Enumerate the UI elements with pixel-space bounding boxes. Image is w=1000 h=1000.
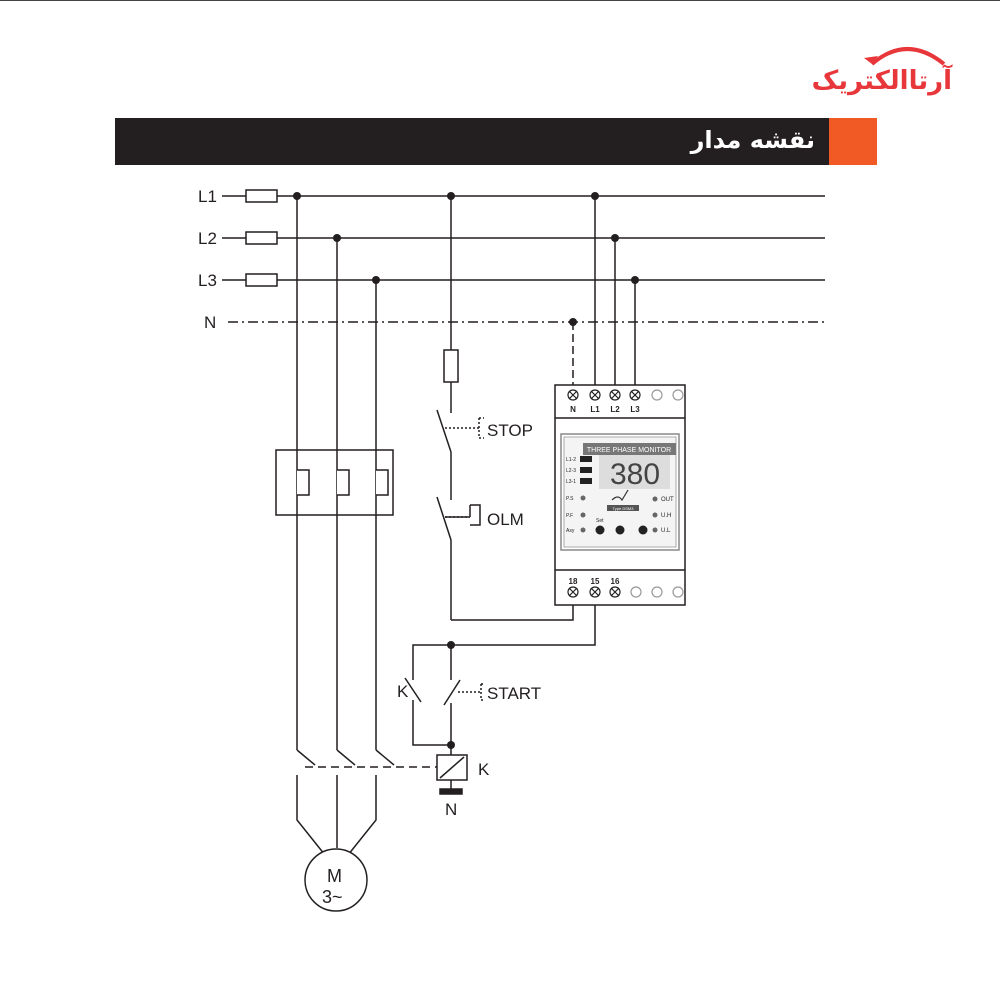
fuse-l2: [245, 231, 278, 245]
label-k-contact: K: [397, 682, 409, 701]
label-l1: L1: [198, 187, 217, 206]
device-title: THREE PHASE MONITOR: [587, 447, 671, 454]
terminal-16: 16: [611, 577, 620, 586]
indicator-l1-2: L1-2: [566, 457, 576, 463]
supply-lines: [222, 189, 825, 323]
label-coil-n: N: [445, 800, 457, 819]
control-circuit: [404, 196, 636, 795]
led-out: OUT: [661, 497, 674, 503]
type-label: Type DSM3: [613, 506, 635, 511]
led-ps: P.S: [566, 496, 574, 502]
down-button: [638, 525, 648, 535]
terminal-18: 18: [569, 577, 578, 586]
top-terminals: [567, 389, 684, 401]
neutral-bar: [439, 788, 463, 795]
fuse-l3: [245, 273, 278, 287]
up-button: [615, 525, 625, 535]
terminal-n: N: [570, 405, 576, 414]
control-fuse: [443, 349, 459, 383]
set-label: Set: [596, 518, 604, 524]
label-l2: L2: [198, 229, 217, 248]
logo-text: آرتاالکتریک: [811, 66, 953, 96]
label-olm: OLM: [487, 510, 524, 529]
power-circuit: [275, 196, 437, 912]
bottom-terminals: [567, 586, 684, 598]
header-accent: [829, 118, 877, 165]
motor-label-phase: 3~: [322, 887, 343, 907]
set-button: [595, 525, 605, 535]
terminal-l1: L1: [590, 405, 600, 414]
terminal-l3: L3: [630, 405, 640, 414]
label-l3: L3: [198, 271, 217, 290]
logo-arc-icon: [864, 47, 946, 66]
brand-logo: آرتاالکتریک: [811, 40, 953, 100]
top-border: [0, 0, 1000, 1]
indicator-l2-3: L2-3: [566, 468, 576, 474]
label-k-coil: K: [478, 760, 490, 779]
terminal-15: 15: [591, 577, 600, 586]
device-display: 380: [610, 458, 660, 491]
terminal-l2: L2: [610, 405, 620, 414]
led-pf: P.F: [566, 513, 573, 519]
label-n: N: [204, 313, 216, 332]
section-header: نقشه مدار: [115, 118, 877, 165]
led-asy: Asy: [566, 528, 575, 534]
label-stop: STOP: [487, 421, 533, 440]
motor-label-m: M: [327, 866, 342, 886]
overload-relay-box: [275, 449, 394, 516]
motor-symbol: [304, 848, 368, 912]
fuse-l1: [245, 189, 278, 203]
indicator-l3-1: L3-1: [566, 479, 576, 485]
header-title: نقشه مدار: [690, 126, 815, 154]
device-logo-icon: [611, 489, 629, 502]
label-start: START: [487, 684, 541, 703]
led-uh: U.H: [661, 513, 671, 519]
three-phase-monitor-device: THREE PHASE MONITOR 380 L1-2 L2-3 L3-1 P…: [554, 384, 686, 606]
led-ul: U.L: [661, 528, 671, 534]
